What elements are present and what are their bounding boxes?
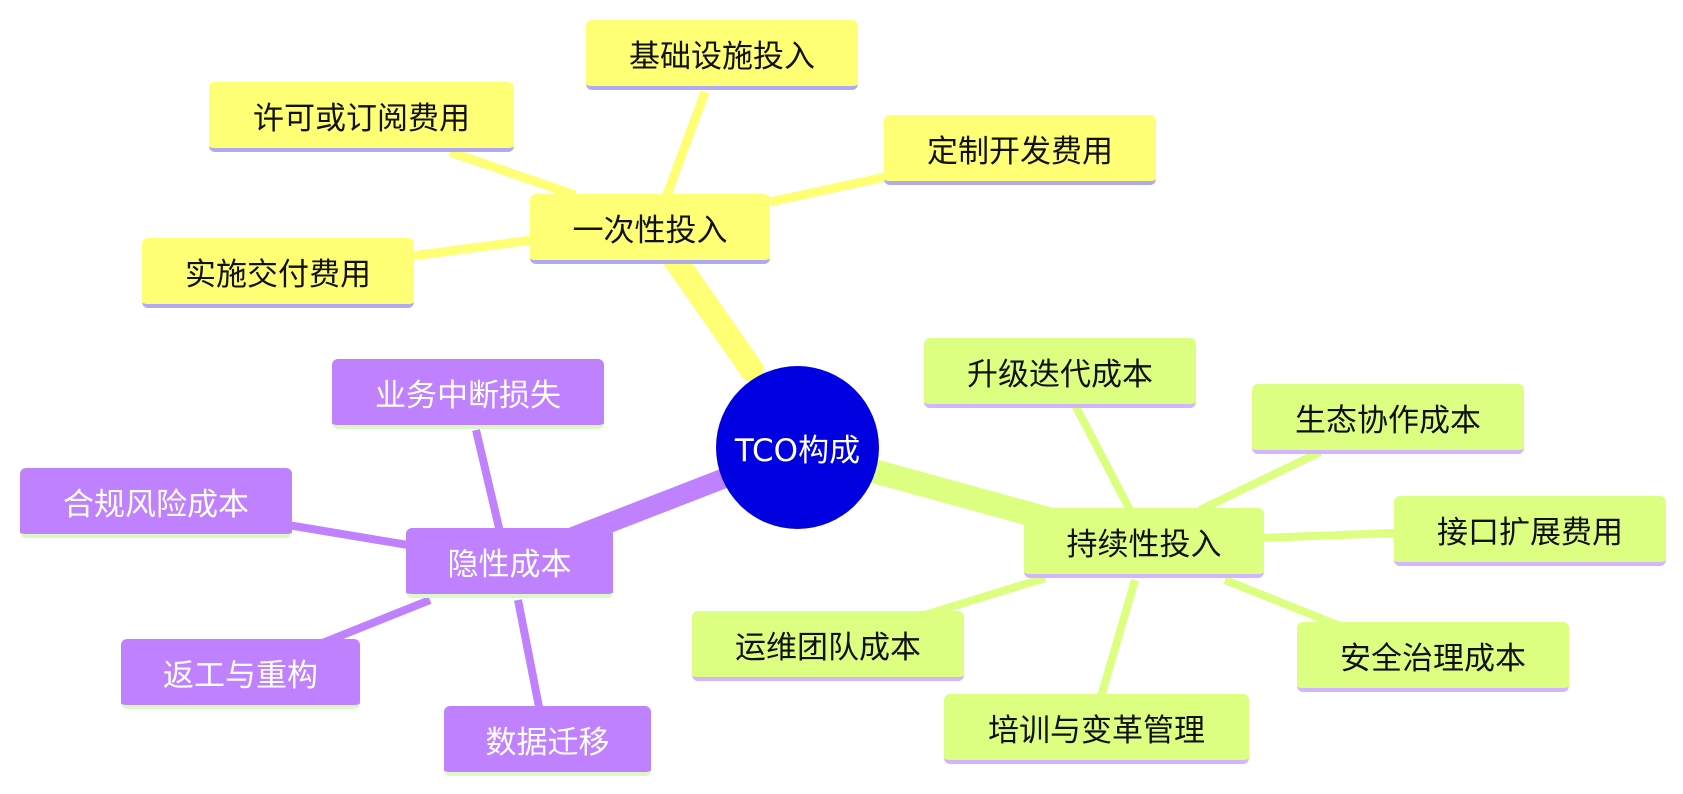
link-one-time-license	[448, 147, 577, 200]
link-center-one-time	[660, 243, 764, 382]
branch-one-time: 一次性投入	[530, 194, 770, 264]
node-ecosystem-collaboration: 生态协作成本	[1252, 384, 1524, 454]
node-infrastructure: 基础设施投入	[586, 20, 858, 90]
link-one-time-custom	[769, 172, 886, 207]
link-one-time-delivery	[411, 235, 533, 261]
branch-hidden: 隐性成本	[406, 528, 613, 598]
node-security-governance: 安全治理成本	[1297, 622, 1569, 692]
node-custom-development: 定制开发费用	[884, 115, 1156, 185]
node-upgrade-iteration: 升级迭代成本	[924, 338, 1196, 408]
node-business-interruption: 业务中断损失	[332, 359, 604, 429]
branch-ongoing: 持续性投入	[1024, 508, 1264, 578]
link-ongoing-eco	[1198, 448, 1322, 514]
link-ongoing-security	[1223, 576, 1352, 634]
node-ops-team: 运维团队成本	[692, 611, 964, 681]
link-one-time-infra	[660, 90, 710, 202]
link-hidden-migration	[514, 599, 544, 713]
node-data-migration: 数据迁移	[444, 706, 651, 776]
link-hidden-compliance	[287, 521, 409, 549]
node-implementation-delivery: 实施交付费用	[142, 238, 414, 308]
center-node: TCO构成	[716, 366, 879, 529]
link-ongoing-interface	[1259, 529, 1396, 542]
node-compliance-risk: 合规风险成本	[20, 468, 292, 538]
node-training-change: 培训与变革管理	[944, 694, 1249, 764]
link-ongoing-training	[1096, 578, 1139, 702]
link-ongoing-upgrade	[1071, 403, 1134, 512]
link-hidden-interrupt	[472, 429, 504, 533]
node-rework-refactor: 返工与重构	[121, 639, 360, 709]
node-license-subscription: 许可或订阅费用	[209, 82, 514, 152]
node-interface-extension: 接口扩展费用	[1394, 496, 1666, 566]
